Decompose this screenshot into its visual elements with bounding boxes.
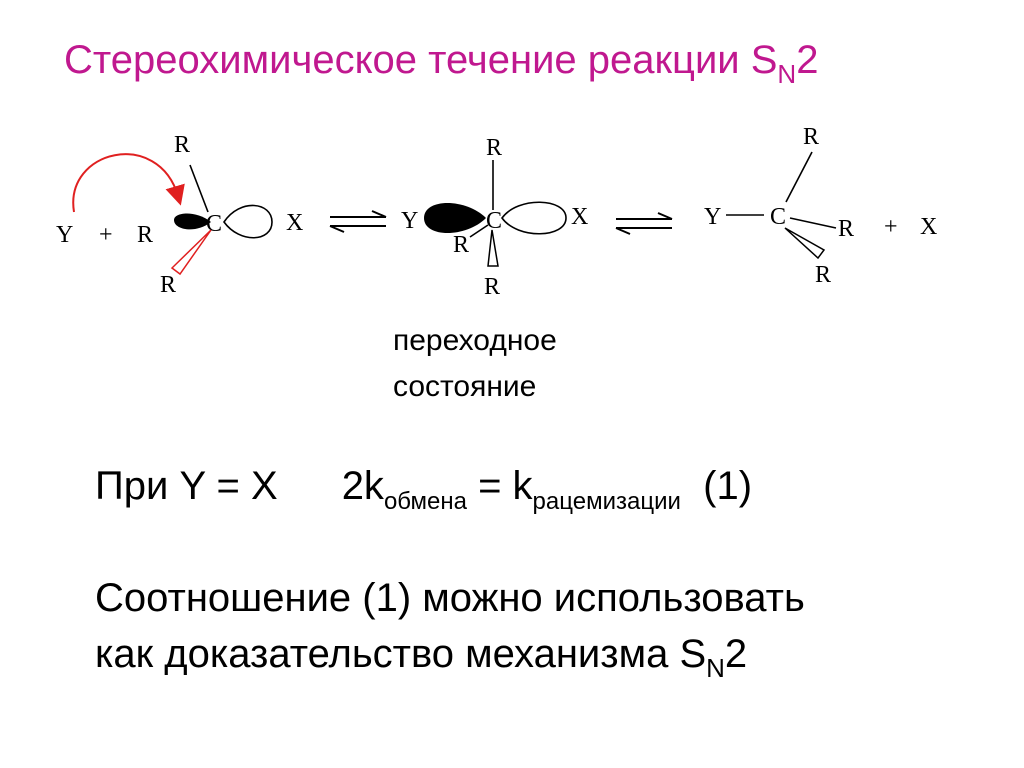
equation-condition: При Y = X (95, 464, 278, 508)
conclusion-line2-tail: 2 (724, 632, 748, 676)
reactant-open-lobe (223, 204, 273, 239)
reactant-leaving: X (286, 210, 303, 236)
ts-mid-bond (469, 224, 489, 238)
ts-caption-line2: состояние (393, 370, 537, 403)
product-wedge-bond (784, 227, 826, 260)
title-tail: 2 (796, 38, 819, 82)
ts-open-lobe (501, 201, 567, 235)
eq-arrow1-back-head (329, 225, 345, 233)
conclusion-line2-sub: N (706, 653, 725, 683)
ts-bottom-r: R (484, 274, 500, 300)
ts-caption-line1: переходное (393, 324, 557, 357)
eq-arrow2-back-head (615, 227, 631, 235)
ts-wedge-bond (487, 229, 499, 267)
reactant-wedge-bond (170, 229, 212, 276)
reactant-nucleophile: Y (56, 222, 73, 248)
ts-top-r: R (486, 135, 502, 161)
reaction-scheme: Y + R R C X R Y R C X R R Y C R R + X R (56, 124, 937, 300)
ts-mid-r: R (453, 232, 469, 258)
conclusion-line1: Соотношение (1) можно использовать (95, 576, 805, 620)
product-plus: + (884, 214, 898, 240)
product-top-bond (785, 151, 813, 203)
attack-arrow (72, 153, 185, 213)
product-bottom-r: R (815, 262, 831, 288)
product-right-r: R (838, 216, 854, 242)
eq-arrow2-forward-head (657, 212, 673, 220)
equation-coef: 2k (341, 464, 384, 508)
product-carbon: C (770, 204, 786, 230)
reactant-top-r: R (174, 132, 190, 158)
eq-arrow1-forward-head (371, 210, 387, 218)
ts-filled-lobe (424, 203, 486, 233)
equation-sub-racemization: рацемизации (532, 488, 681, 515)
ts-leaving: X (571, 204, 588, 230)
reactant-filled-lobe (174, 213, 211, 230)
ts-nucleophile: Y (401, 208, 418, 234)
product-nucleophile: Y (704, 204, 721, 230)
product-right-bond (789, 217, 837, 229)
reactant-plus: + (99, 222, 113, 248)
title-main: Стереохимическое течение реакции S (64, 38, 778, 82)
ts-carbon: C (486, 208, 502, 234)
slide-title: Стереохимическое течение реакции SN2 (64, 38, 818, 90)
reactant-left-r: R (137, 222, 153, 248)
equation-equals: = k (466, 464, 533, 508)
equation-sub-exchange: обмена (383, 488, 467, 515)
product-leaving: X (920, 214, 937, 240)
reactant-top-bond (189, 164, 209, 213)
conclusion-text: Соотношение (1) можно использовать как д… (95, 570, 805, 696)
title-subscript: N (777, 59, 797, 89)
equation-line: При Y = X 2kобмена = kрацемизации (1) (95, 464, 752, 516)
conclusion-line2: как доказательство механизма SN2 (95, 626, 805, 696)
conclusion-line2-main: как доказательство механизма S (95, 632, 707, 676)
equation-tag: (1) (703, 464, 753, 508)
transition-state-caption: переходное состояние (393, 318, 557, 410)
reactant-bottom-r: R (160, 272, 176, 298)
product-top-r: R (803, 124, 819, 150)
